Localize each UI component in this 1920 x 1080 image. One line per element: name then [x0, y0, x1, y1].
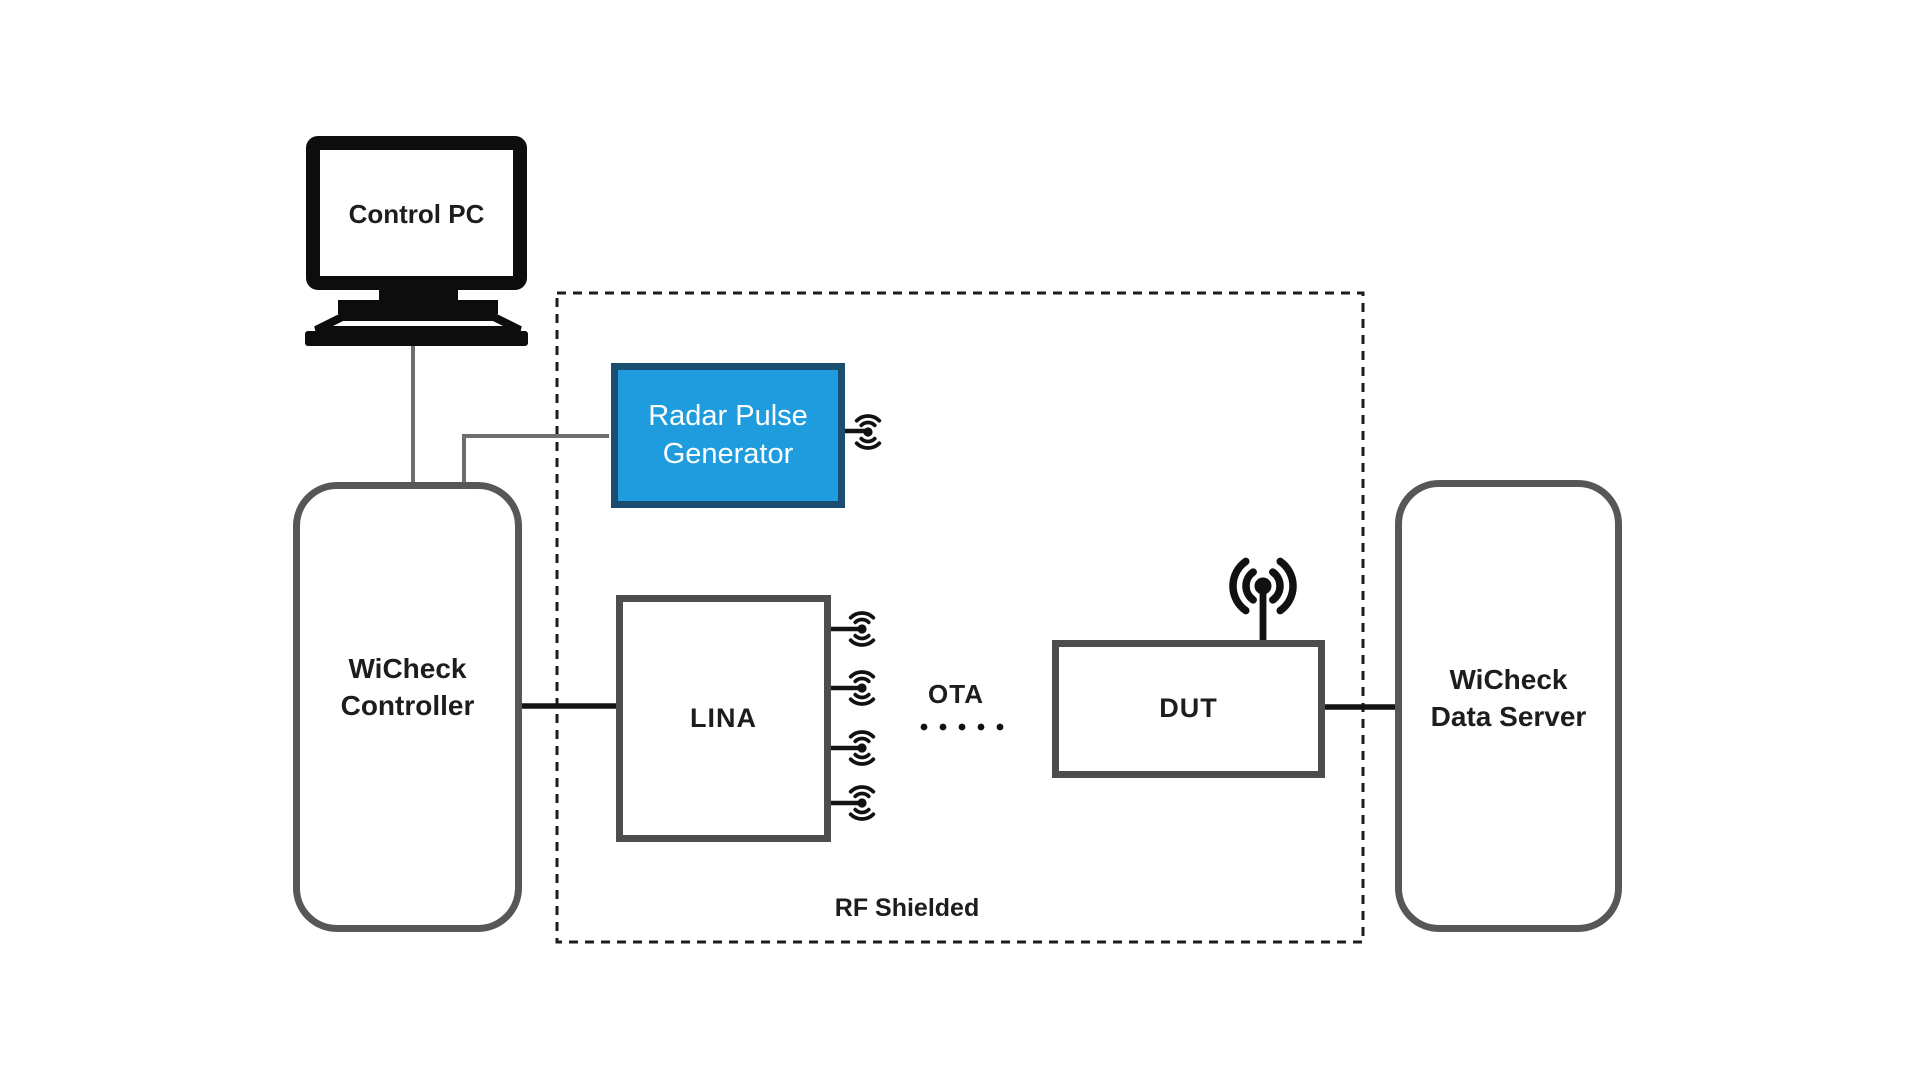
node-dut: DUT — [1052, 640, 1325, 778]
wifi-signal-icon-lina-1 — [848, 611, 876, 647]
wifi-signal-icon-lina-3 — [848, 730, 876, 766]
node-wicheck-data-server: WiCheck Data Server — [1395, 480, 1622, 932]
black-wires — [518, 703, 1398, 710]
radar-pulse-generator-label: Radar Pulse Generator — [648, 399, 808, 470]
ota-dots — [920, 723, 1004, 731]
wifi-signal-icon-lina-4 — [848, 785, 876, 821]
node-radar-pulse-generator: Radar Pulse Generator — [611, 363, 845, 508]
wire-controller-rpg — [462, 434, 609, 483]
monitor-icon — [305, 136, 528, 346]
rf-shielded-label: RF Shielded — [807, 892, 1007, 924]
antenna-stub-wires — [828, 428, 868, 806]
wifi-signal-icons — [848, 414, 882, 821]
control-pc-text: Control PC — [348, 198, 485, 229]
gray-wires — [411, 346, 609, 483]
wifi-signal-icon-lina-2 — [848, 670, 876, 706]
node-lina: LINA — [616, 595, 831, 842]
rf-shielded-boundary — [555, 291, 1365, 944]
wifi-signal-icon-rpg — [854, 414, 882, 450]
lina-label: LINA — [690, 702, 757, 733]
antenna-icon — [1229, 557, 1297, 643]
ota-text: OTA — [928, 678, 984, 709]
node-wicheck-controller: WiCheck Controller — [293, 482, 522, 932]
control-pc-label: Control PC — [313, 145, 520, 283]
ota-label: OTA — [896, 678, 1016, 710]
wicheck-controller-label: WiCheck Controller — [340, 653, 475, 721]
rf-shielded-text: RF Shielded — [834, 893, 980, 922]
wicheck-data-server-label: WiCheck Data Server — [1430, 664, 1587, 732]
dut-label: DUT — [1159, 693, 1218, 724]
